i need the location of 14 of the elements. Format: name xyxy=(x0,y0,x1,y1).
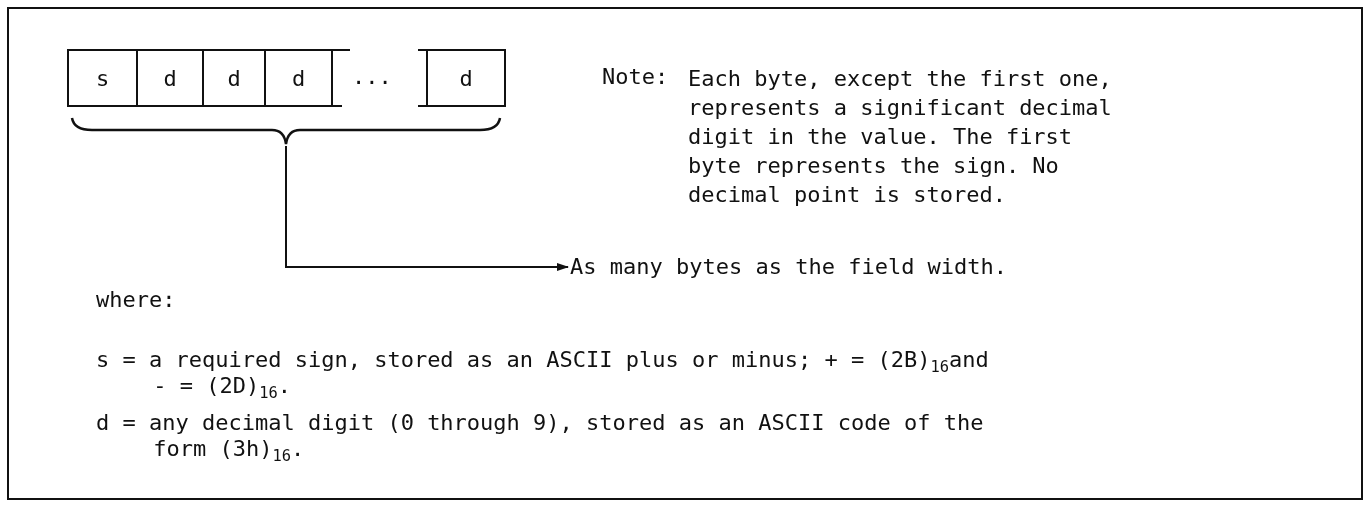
ellipsis-text: ... xyxy=(352,64,393,90)
leader-arrow xyxy=(285,145,569,271)
byte-field: d xyxy=(264,49,333,107)
brace xyxy=(70,117,502,146)
definition-text: s = a required sign, stored as an ASCII plus or minus; + = (2B)$_{16}$and - = (2D)$_{16}$. xyxy=(96,347,990,399)
annotation-text: As many bytes as the field width. xyxy=(570,254,1030,280)
byte-field: d xyxy=(202,49,266,107)
definition-text: d = any decimal digit (0 through 9), stored as an ASCII code of the form (3h)$_{16}$. xyxy=(96,410,985,462)
where-heading: where: xyxy=(96,287,177,313)
byte-field: d xyxy=(136,49,204,107)
note-heading: Note: xyxy=(602,64,670,90)
byte-field: d xyxy=(426,49,506,107)
byte-field: s xyxy=(67,49,138,107)
note-text: Each byte, except the first one, represents a significant decimal digit in the value. The first byte represents the sign. No decimal point is stored. xyxy=(688,65,1113,209)
